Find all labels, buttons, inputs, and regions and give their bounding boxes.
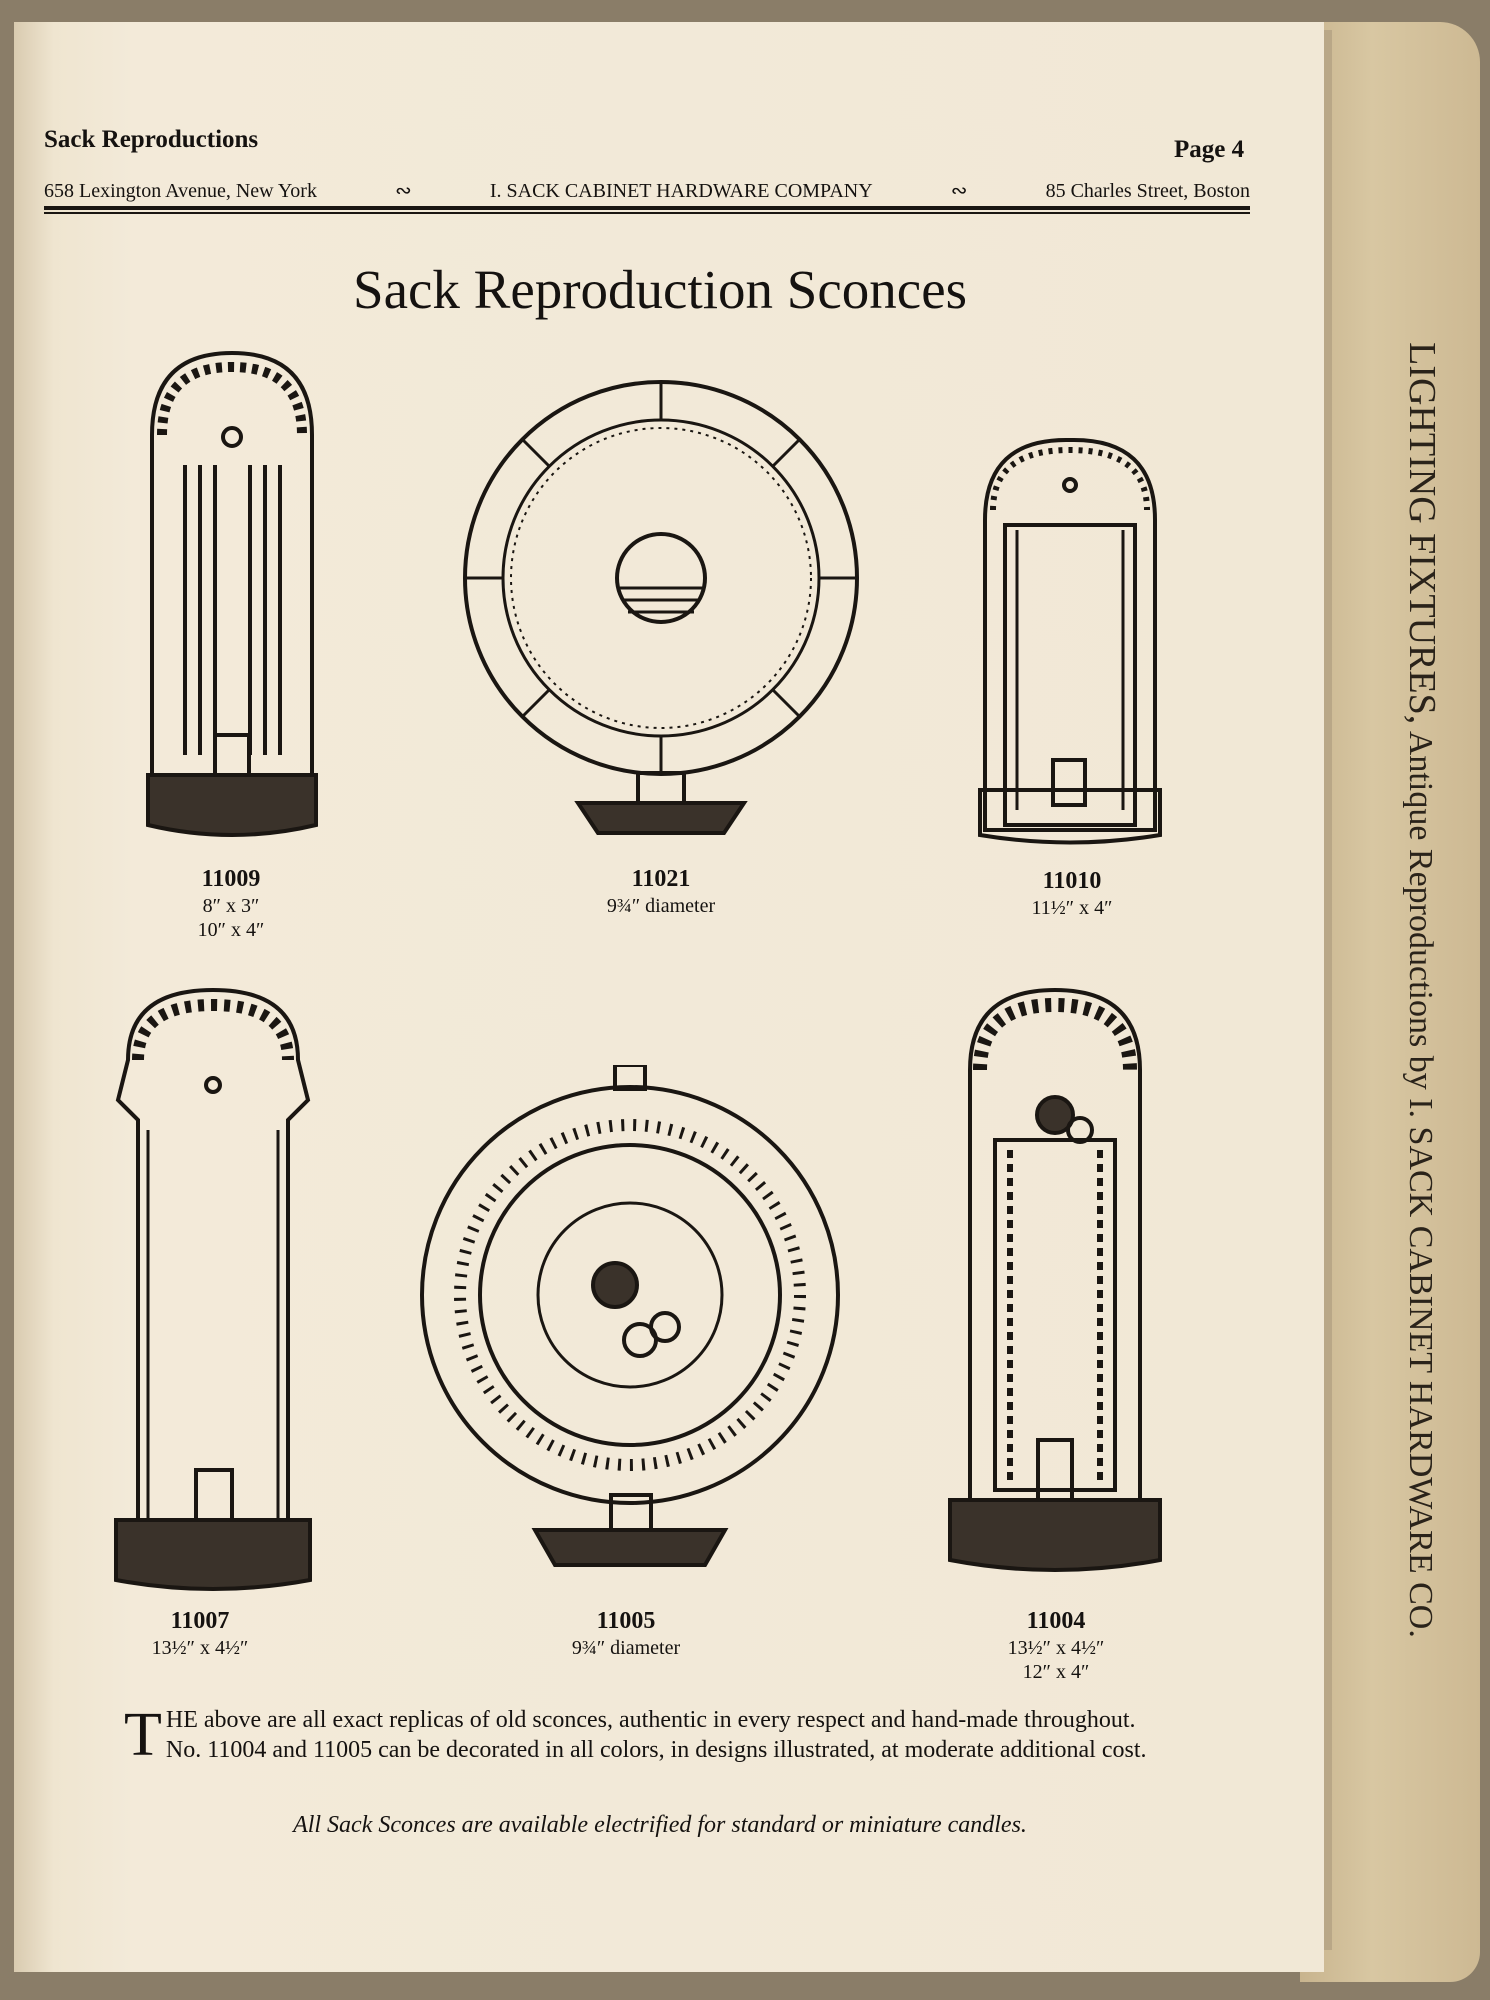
item-caption-11007: 11007 13½″ x 4½″	[50, 1606, 350, 1660]
ornament: ∾	[395, 180, 412, 202]
paragraph-text: HE above are all exact replicas of old s…	[165, 1707, 1147, 1763]
ornament: ∾	[950, 180, 968, 202]
item-dimensions: 13½″ x 4½″	[1007, 1637, 1105, 1659]
item-number: 11007	[170, 1608, 230, 1634]
header-title: Sack Reproductions	[44, 126, 259, 153]
item-number: 11004	[1026, 1608, 1086, 1634]
drop-cap: T	[124, 1701, 162, 1769]
item-dimensions: 10″ x 4″	[197, 919, 265, 941]
page-number: Page 4	[1174, 136, 1245, 163]
item-dimensions: 9¾″ diameter	[571, 1637, 681, 1659]
item-dimensions: 9¾″ diameter	[606, 895, 716, 917]
item-dimensions: 13½″ x 4½″	[151, 1637, 249, 1659]
catalog-page	[14, 22, 1324, 1972]
item-caption-11005: 11005 9¾″ diameter	[476, 1606, 776, 1660]
item-number: 11009	[201, 866, 261, 892]
item-number: 11005	[596, 1608, 656, 1634]
sconce-11004-illustration	[948, 987, 1162, 1572]
item-caption-11010: 11010 11½″ x 4″	[922, 866, 1222, 920]
side-tab-company: I. SACK CABINET HARDWARE CO.	[1402, 1098, 1439, 1638]
electrified-note: All Sack Sconces are available electrifi…	[293, 1812, 1027, 1838]
sconce-11009-illustration	[146, 350, 318, 837]
item-dimensions: 8″ x 3″	[202, 895, 260, 917]
header-rule	[44, 212, 1250, 214]
company-name: I. SACK CABINET HARDWARE COMPANY	[489, 180, 873, 202]
address-boston: 85 Charles Street, Boston	[1045, 180, 1250, 202]
item-number: 11021	[631, 866, 691, 892]
item-dimensions: 11½″ x 4″	[1031, 897, 1113, 919]
sconce-11005-illustration	[420, 1065, 840, 1567]
sconce-11007-illustration	[114, 987, 312, 1591]
page-title: Sack Reproduction Sconces	[352, 259, 968, 320]
side-tab-main: LIGHTING FIXTURES,	[1401, 342, 1443, 725]
item-caption-11004: 11004 13½″ x 4½″ 12″ x 4″	[906, 1606, 1206, 1684]
address-row: 658 Lexington Avenue, New York ∾ I. SACK…	[44, 178, 1250, 203]
side-tab-label: LIGHTING FIXTURES, Antique Reproductions…	[1400, 342, 1444, 1638]
item-caption-11021: 11021 9¾″ diameter	[511, 864, 811, 918]
header-rule	[44, 206, 1250, 210]
sconce-11021-illustration	[463, 380, 859, 835]
item-caption-11009: 11009 8″ x 3″ 10″ x 4″	[81, 864, 381, 942]
address-new-york: 658 Lexington Avenue, New York	[44, 180, 317, 202]
item-dimensions: 12″ x 4″	[1022, 1661, 1090, 1683]
side-tab-rest: Antique Reproductions by	[1402, 724, 1439, 1099]
sconce-11010-illustration	[978, 437, 1162, 845]
item-number: 11010	[1042, 868, 1102, 894]
